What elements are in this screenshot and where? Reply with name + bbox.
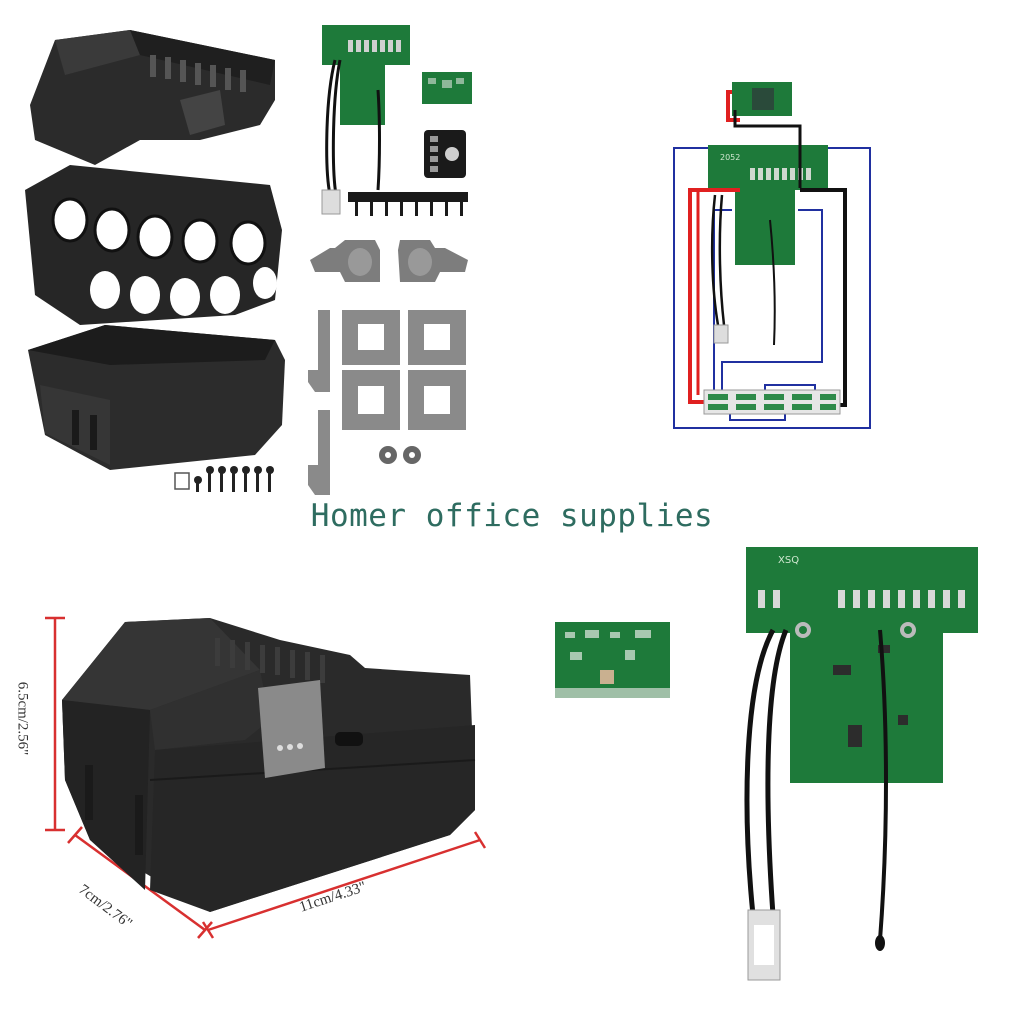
screws bbox=[174, 466, 274, 492]
pcb-accessories bbox=[300, 20, 490, 500]
battery-body bbox=[62, 618, 476, 912]
watermark-text: Homer office supplies bbox=[310, 498, 714, 534]
battery-top-cover bbox=[30, 30, 275, 165]
main-pcb-closeup: XSQ bbox=[738, 545, 983, 1000]
button-cap bbox=[424, 130, 466, 178]
board-label: 2052 bbox=[720, 153, 740, 162]
connector-comb bbox=[348, 192, 468, 216]
nickel-strips bbox=[308, 310, 466, 495]
height-dimension-label: 6.5cm/2.56" bbox=[14, 681, 31, 756]
indicator-pcb-closeup bbox=[555, 622, 670, 698]
washers bbox=[379, 446, 421, 464]
closeup-board-label: XSQ bbox=[778, 555, 799, 566]
battery-case-parts bbox=[20, 15, 290, 495]
battery-bottom-case bbox=[28, 325, 285, 470]
grey-latches bbox=[310, 240, 468, 282]
main-pcb-small bbox=[321, 25, 410, 215]
assembled-battery bbox=[30, 600, 490, 945]
wiring-diagram: 2052 bbox=[670, 80, 875, 432]
cell-holder bbox=[25, 165, 282, 325]
cell-strip-row bbox=[703, 389, 841, 415]
